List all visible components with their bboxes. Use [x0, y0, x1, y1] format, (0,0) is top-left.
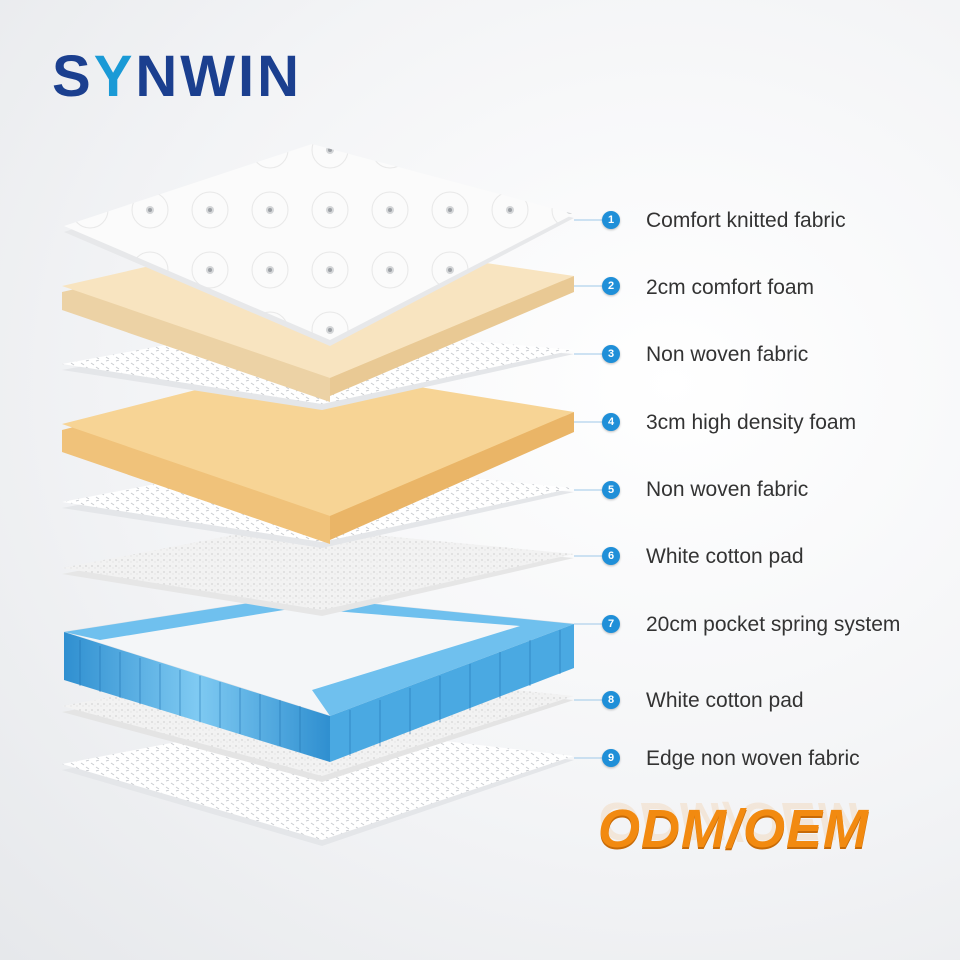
layer-label-2: 2cm comfort foam — [646, 277, 814, 298]
layer-label-4: 3cm high density foam — [646, 412, 856, 433]
layer-badge-2: 2 — [602, 277, 620, 295]
layer-7-pocket-spring-system — [64, 596, 574, 762]
layer-label-7: 20cm pocket spring system — [646, 614, 900, 635]
layer-label-3: Non woven fabric — [646, 344, 808, 365]
layer-label-9: Edge non woven fabric — [646, 748, 860, 769]
layer-badge-9: 9 — [602, 749, 620, 767]
odm-oem-reflection: ODM/OEM — [598, 790, 862, 852]
layer-badge-3: 3 — [602, 345, 620, 363]
layer-label-1: Comfort knitted fabric — [646, 210, 846, 231]
layer-label-5: Non woven fabric — [646, 479, 808, 500]
layer-badge-5: 5 — [602, 481, 620, 499]
layer-badge-8: 8 — [602, 691, 620, 709]
layer-badge-6: 6 — [602, 547, 620, 565]
layer-badge-7: 7 — [602, 615, 620, 633]
layer-badge-1: 1 — [602, 211, 620, 229]
leader-lines — [574, 220, 602, 758]
layer-label-8: White cotton pad — [646, 690, 804, 711]
layer-label-6: White cotton pad — [646, 546, 804, 567]
layer-badge-4: 4 — [602, 413, 620, 431]
